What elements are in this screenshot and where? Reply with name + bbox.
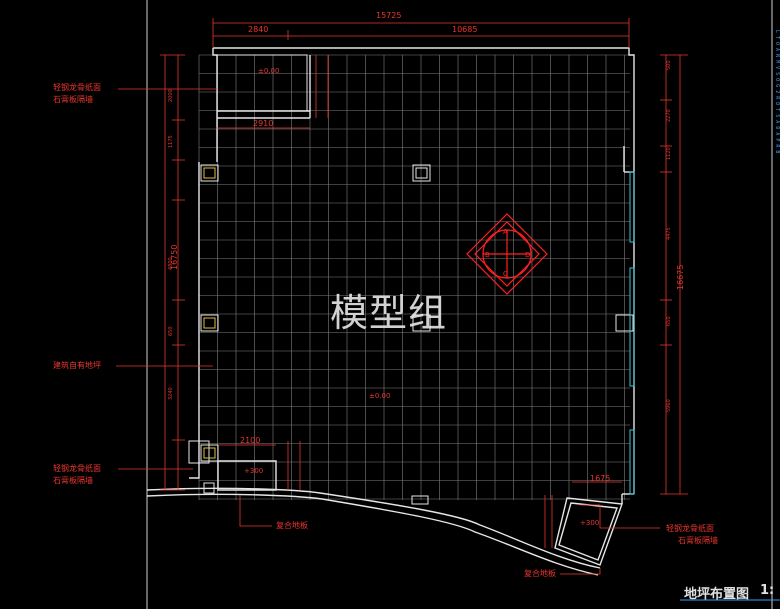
drawing-title: 地坪布置图: [684, 587, 750, 602]
svg-text:500: 500: [666, 60, 672, 70]
structural-columns: [200, 164, 634, 505]
right-wall-windows: [629, 171, 635, 495]
dim-top-right: 10685: [452, 25, 478, 34]
left-note-partition-bottom-2: 石膏板隔墙: [53, 476, 93, 485]
svg-text:650: 650: [666, 316, 672, 326]
right-note-partition-1: 轻钢龙骨纸面: [666, 524, 714, 533]
dim-bottom-room-width: 2100: [240, 436, 261, 445]
svg-text:650: 650: [168, 326, 174, 336]
left-note-existing-floor: 建筑自有地坪: [53, 361, 101, 370]
main-hall-level: ±0.00: [369, 392, 391, 400]
left-note-partition-top-2: 石膏板隔墙: [53, 95, 93, 104]
dim-top-overall: 15725: [376, 11, 402, 20]
dimension-lines: [116, 18, 688, 575]
drawing-scale: 1:: [760, 583, 775, 598]
bottom-right-room-level: +300: [580, 519, 600, 527]
dim-left-overall: 16750: [170, 244, 179, 270]
svg-text:3240: 3240: [168, 387, 174, 400]
dim-right-bottom: 1675: [590, 474, 611, 483]
svg-text:D: D: [525, 251, 530, 259]
svg-text:L T O A N M V S O G 2 R D T S: L T O A N M V S O G 2 R D T S A D A P R …: [774, 30, 780, 153]
bottom-left-room-level: +300: [244, 467, 264, 475]
top-room-level: ±0.00: [258, 67, 280, 75]
bottom-note-composite-floor-left: 复合地板: [276, 521, 308, 530]
small-dimension-numerals: 2000 1175 4800 650 3240 500 2270 1120 44…: [168, 60, 672, 412]
dim-top-left: 2840: [248, 25, 269, 34]
dim-top-room-width: 2910: [253, 119, 274, 128]
svg-text:4475: 4475: [666, 227, 672, 240]
svg-text:1175: 1175: [168, 135, 174, 148]
svg-text:5960: 5960: [666, 399, 672, 412]
svg-text:B: B: [485, 251, 490, 259]
right-note-partition-2: 石膏板隔墙: [678, 536, 718, 545]
svg-text:A: A: [503, 228, 508, 236]
svg-text:1120: 1120: [666, 147, 672, 160]
svg-text:2000: 2000: [168, 89, 174, 102]
bottom-note-composite-floor-right: 复合地板: [524, 569, 556, 578]
svg-text:C: C: [503, 270, 508, 278]
left-note-partition-top-1: 轻钢龙骨纸面: [53, 83, 101, 92]
floor-medallion: A B D C: [466, 213, 548, 295]
watermark-text: 模型组: [330, 291, 448, 335]
dim-right-overall: 16675: [676, 264, 685, 290]
left-note-partition-bottom-1: 轻钢龙骨纸面: [53, 464, 101, 473]
svg-text:4800: 4800: [168, 257, 174, 270]
side-legend-strip: L T O A N M V S O G 2 R D T S A D A P R …: [774, 30, 780, 153]
svg-text:2270: 2270: [666, 109, 672, 122]
floor-tile-grid: [198, 54, 630, 500]
